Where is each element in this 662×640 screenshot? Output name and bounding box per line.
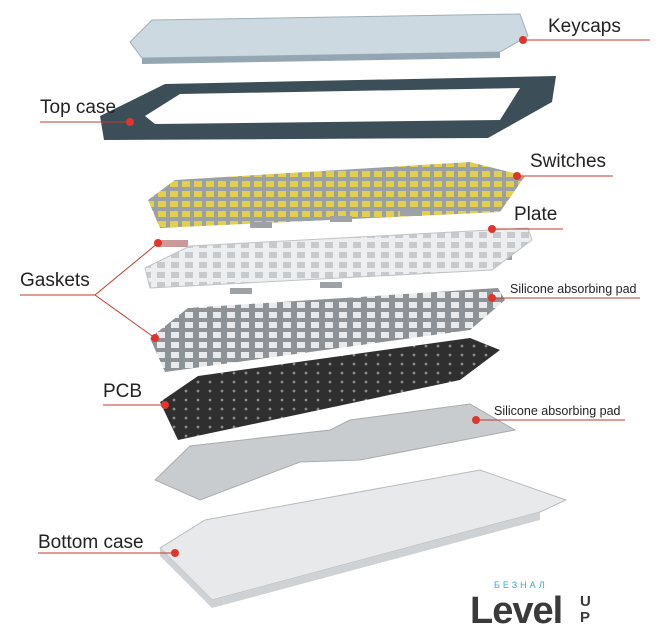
plate-layer (144, 227, 533, 289)
pcb-layer (160, 338, 500, 440)
label-gaskets: Gaskets (20, 270, 90, 291)
switches-layer (148, 162, 525, 228)
logo-suffix: UP (580, 593, 591, 626)
label-keycaps: Keycaps (548, 16, 621, 37)
label-silicone-pad-lower: Silicone absorbing pad (494, 404, 621, 418)
label-bottom-case: Bottom case (38, 532, 144, 553)
label-plate: Plate (514, 204, 558, 225)
levelup-logo: БЕЗНАЛ Level UP (470, 580, 610, 636)
logo-main-text: Level (470, 590, 563, 632)
keycaps-layer (129, 13, 529, 59)
logo-top-text: БЕЗНАЛ (494, 580, 548, 590)
silicone-pad-upper-layer (150, 288, 505, 372)
label-switches: Switches (530, 151, 607, 172)
top-case-opening (145, 88, 520, 124)
label-silicone-pad-upper: Silicone absorbing pad (510, 282, 637, 296)
marker-dots (126, 36, 527, 557)
keycaps-front (142, 52, 500, 64)
label-pcb: PCB (103, 381, 143, 402)
silicone-pad-lower-layer (154, 403, 517, 501)
leader-lines (20, 39, 650, 554)
label-top-case: Top case (40, 97, 117, 118)
